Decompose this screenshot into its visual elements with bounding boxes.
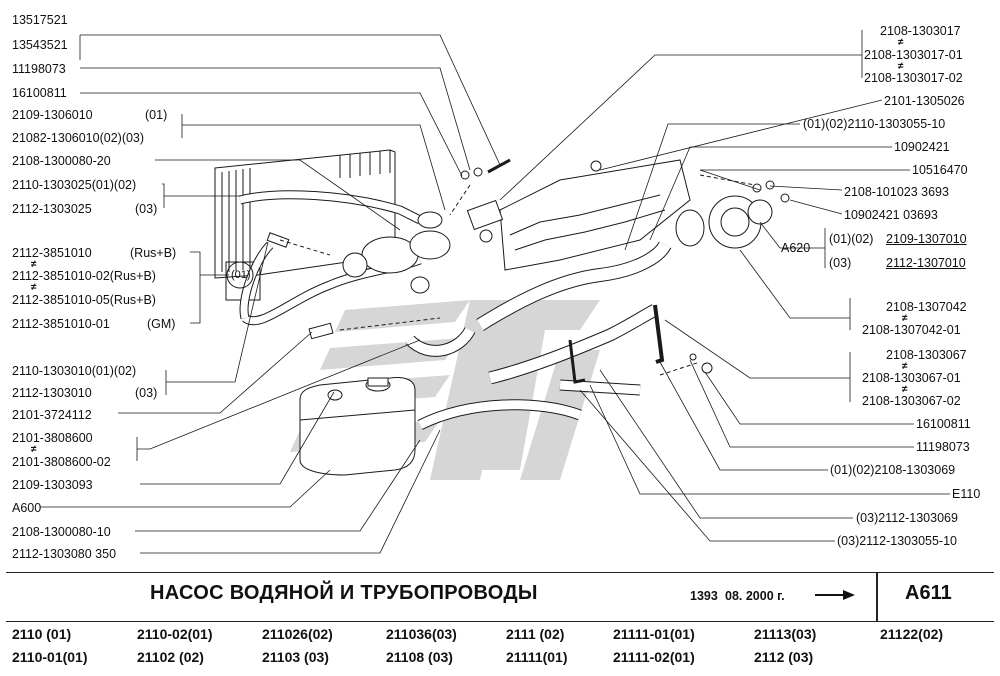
arrow-right-icon <box>815 590 855 600</box>
label-part: 16100811 <box>12 86 67 100</box>
label-part: 2112-1303080 350 <box>12 547 117 561</box>
label-part: А620 <box>781 241 811 255</box>
label-part: 13543521 <box>12 38 68 52</box>
model-item: 21103 (03) <box>262 649 329 665</box>
label-part: (01)(02)2108-1303069 <box>830 463 956 477</box>
model-item: 2110-02(01) <box>137 626 213 642</box>
label-part: 2108-1303017-02 <box>864 71 963 85</box>
model-item: 211026(02) <box>262 626 333 642</box>
label-part: 2108-1303067 <box>886 348 967 362</box>
label-part: 10902421 <box>894 140 950 154</box>
label-part: 2112-3851010-01 <box>12 317 110 331</box>
label-part: 2101-3724112 <box>12 408 92 422</box>
label-variant: (01)(02) <box>829 232 874 246</box>
label-part: 2101-3808600-02 <box>12 455 111 469</box>
label-part: 13517521 <box>12 13 68 27</box>
water-pump <box>675 195 773 249</box>
pipe-bracket-2 <box>568 339 586 384</box>
model-item: 2110-01(01) <box>12 649 88 665</box>
document-date: 08. 2000 г. <box>725 589 785 603</box>
label-part: 2112-3851010-05(Rus+B) <box>12 293 156 307</box>
label-variant: (GM) <box>147 317 176 331</box>
inset-label: (01) <box>231 269 251 281</box>
label-variant: (03) <box>135 202 158 216</box>
model-item: 21122(02) <box>880 626 944 642</box>
title-block <box>6 572 994 622</box>
label-part: А600 <box>12 501 42 515</box>
page-title: НАСОС ВОДЯНОЙ И ТРУБОПРОВОДЫ <box>150 582 538 604</box>
model-item: 211036(03) <box>386 626 457 642</box>
label-part: 10902421 03693 <box>844 208 938 222</box>
label-part: (01)(02)2110-1303055-10 <box>803 117 946 131</box>
label-part: 2109-1303093 <box>12 478 93 492</box>
label-part: 21082-1306010(02)(03) <box>12 131 145 145</box>
label-variant: (03) <box>829 256 852 270</box>
label-part: 11198073 <box>916 440 970 454</box>
label-variant: (03) <box>135 386 158 400</box>
label-part: 2112-3851010-02(Rus+B) <box>12 269 156 283</box>
label-part: 2108-1300080-20 <box>12 154 111 168</box>
label-part: 2110-1303010(01)(02) <box>12 364 137 378</box>
title-divider <box>876 572 878 621</box>
label-part: 2108-1307042-01 <box>862 323 961 337</box>
label-part: 2101-3808600 <box>12 431 93 445</box>
label-variant: (01) <box>145 108 168 122</box>
pipe-bracket-1 <box>653 304 665 364</box>
label-part: 2112-1307010 <box>886 256 966 270</box>
label-part: 2112-3851010 <box>12 246 92 260</box>
expansion-tank <box>299 377 416 476</box>
model-item: 2111 (02) <box>506 626 565 642</box>
thermostat-housing <box>342 230 451 294</box>
model-item: 2110 (01) <box>12 626 72 642</box>
label-part: 16100811 <box>916 417 971 431</box>
leader-lines-left <box>40 34 501 554</box>
outlet-fitting <box>417 199 504 243</box>
label-part: Е110 <box>952 487 981 501</box>
label-part: 2108-1307042 <box>886 300 967 314</box>
label-part: 2112-1303010 <box>12 386 92 400</box>
model-item: 21102 (02) <box>137 649 204 665</box>
model-item: 21111(01) <box>506 649 568 665</box>
label-part: 2101-1305026 <box>884 94 965 108</box>
model-item: 2112 (03) <box>754 649 814 665</box>
label-part: 2108-1303017 <box>880 24 961 38</box>
engine-head <box>499 159 691 271</box>
label-part: 2109-1306010 <box>12 108 93 122</box>
label-part: 2112-1303025 <box>12 202 92 216</box>
label-part: 2108-1303017-01 <box>864 48 963 62</box>
label-variant: (Rus+B) <box>130 246 177 260</box>
document-number: 1393 <box>690 589 718 603</box>
leader-lines-right <box>499 30 950 542</box>
model-item: 21113(03) <box>754 626 817 642</box>
model-item: 21111-01(01) <box>613 626 695 642</box>
label-part: 11198073 <box>12 62 66 76</box>
label-part: 2108-101023 3693 <box>844 185 949 199</box>
label-part: 2109-1307010 <box>886 232 967 246</box>
label-part: 10516470 <box>912 163 968 177</box>
label-part: 2108-1300080-10 <box>12 525 111 539</box>
sheet-code: А611 <box>905 582 952 604</box>
model-item: 21108 (03) <box>386 649 453 665</box>
label-part: (03)2112-1303069 <box>856 511 958 525</box>
radiator <box>214 149 396 301</box>
label-part: 2108-1303067-02 <box>862 394 961 408</box>
label-part: 2110-1303025(01)(02) <box>12 178 137 192</box>
fasteners <box>266 158 790 374</box>
model-item: 21111-02(01) <box>613 649 695 665</box>
label-part: 2108-1303067-01 <box>862 371 961 385</box>
label-part: (03)2112-1303055-10 <box>837 534 958 548</box>
